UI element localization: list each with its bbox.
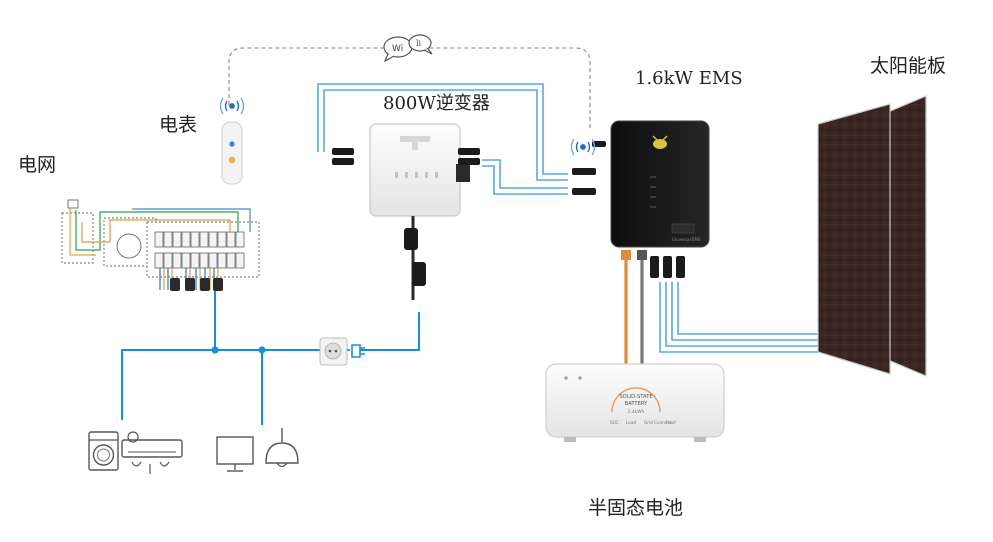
battery-label: 半固态电池: [588, 497, 684, 519]
grid-distribution-board: [61, 199, 260, 291]
wifi-badge-text: Wi: [392, 44, 403, 54]
battery-body-line2: BATTERY: [625, 401, 648, 407]
ac-junction-dot: [258, 346, 266, 354]
wall-socket: [319, 337, 365, 366]
meter-wifi-icon: [219, 97, 245, 115]
monitor-icon: [216, 436, 254, 472]
ems-unit: Universal EMS: [572, 120, 710, 278]
dc-link-panel-to-ems: [659, 282, 850, 353]
ems-label: 1.6kW EMS: [635, 68, 743, 89]
dc-link-ems-to-inverter: [317, 83, 568, 195]
battery-status-label: Fault: [666, 420, 676, 425]
ac-bus-lines: [121, 280, 420, 425]
inverter-label: 800W逆变器: [383, 93, 490, 114]
ac-junction-dot: [211, 346, 219, 354]
solar-panel-label: 太阳能板: [870, 55, 947, 77]
smart-meter: [221, 121, 243, 185]
solar-panel: [817, 95, 927, 377]
meter-label: 电表: [159, 114, 198, 136]
wireless-signal-path: [228, 47, 591, 128]
battery-capacity-text: 2.4kWh: [628, 409, 645, 415]
battery-status-label: Grid Connect: [644, 420, 672, 425]
wifi-chat-icon: Wi li: [383, 34, 433, 63]
microinverter: [332, 123, 480, 300]
battery-cables: [624, 258, 644, 365]
semi-solid-battery: SOLID-STATE BATTERY 2.4kWh SOC Load Grid C…: [545, 363, 725, 442]
pendant-lamp-icon: [265, 428, 299, 468]
battery-status-label: SOC: [610, 420, 619, 425]
washing-machine-icon: [88, 431, 119, 471]
wifi-badge-mark: li: [416, 39, 422, 48]
ems-wifi-icon: [570, 138, 596, 156]
battery-body-line1: SOLID-STATE: [619, 394, 652, 400]
grid-label: 电网: [18, 154, 57, 176]
battery-status-label: Load: [626, 420, 636, 425]
air-conditioner-icon: [121, 431, 183, 474]
ems-model-text: Universal EMS: [672, 237, 701, 242]
